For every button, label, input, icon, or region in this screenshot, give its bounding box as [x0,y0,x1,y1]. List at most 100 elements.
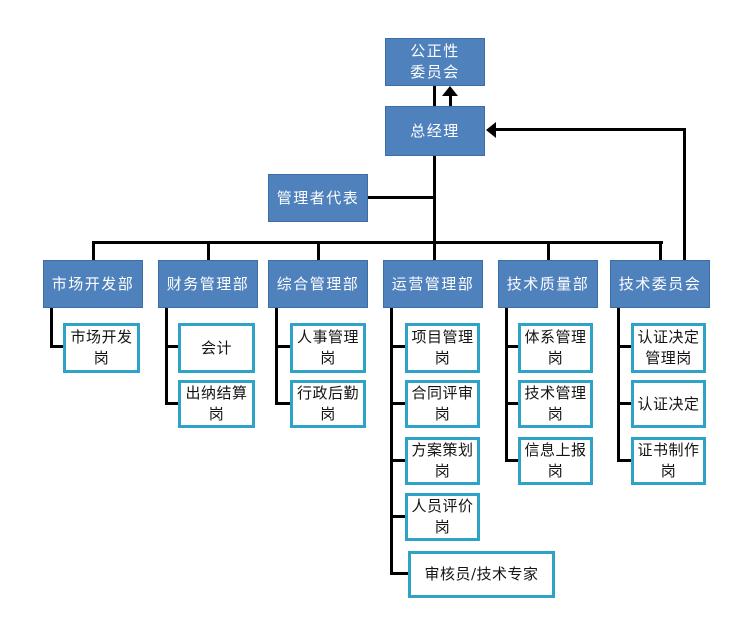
post-label: 岗 [320,349,336,367]
node-label: 技术委员会 [618,274,702,293]
post-label: 管理岗 [645,349,692,367]
connector-gm-trunk [433,156,436,260]
post-label: 行政后勤 [296,384,359,402]
connector-gm-to-committee-arrow-shaft [449,95,452,106]
post-label: 岗 [434,518,451,536]
connector-operations-vertical [390,308,393,575]
connector-admin-stub-1 [275,345,290,348]
node-post-admin-logistics: 行政后勤 岗 [290,380,366,428]
node-post-hr-management: 人事管理 岗 [290,323,366,373]
post-label: 项目管理 [411,328,474,346]
node-post-program-planning: 方案策划 岗 [405,437,480,485]
node-label: 总经理 [410,121,460,140]
post-label: 审核员/技术专家 [424,565,539,583]
post-label: 岗 [547,405,564,423]
connector-quality-vertical [505,308,508,462]
node-post-market-dev: 市场开发 岗 [63,323,140,373]
node-post-cashier-settlement: 出纳结算 岗 [178,380,255,428]
post-label: 合同评审 [411,384,474,402]
connector-committee-stub-3 [617,459,631,462]
post-label: 岗 [434,349,451,367]
post-label: 方案策划 [411,441,474,459]
connector-committee-stub-2 [617,402,631,405]
connector-quality-stub-3 [505,459,518,462]
post-label: 认证决定 [637,328,700,346]
node-post-certificate-production: 证书制作 岗 [631,437,706,485]
post-label: 岗 [320,405,336,423]
connector-finance-stub-1 [165,345,178,348]
connector-operations-stub-5 [390,572,408,575]
node-post-cert-decision: 认证决定 [631,380,706,428]
connector-drop-admin [317,241,320,260]
node-impartiality-committee: 公正性 委员会 [385,38,485,86]
post-label: 岗 [547,349,564,367]
node-dept-operations: 运营管理部 [383,260,483,308]
post-label: 证书制作 [637,441,700,459]
node-post-accountant: 会计 [178,323,255,373]
node-post-info-reporting: 信息上报 岗 [518,437,593,485]
node-label: 市场开发部 [51,274,135,293]
post-label: 岗 [660,462,677,480]
node-label: 公正性 [410,42,460,60]
node-label: 管理者代表 [276,188,360,207]
connector-department-bar [92,241,663,244]
connector-gm-to-committee [433,86,436,106]
node-dept-tech-committee: 技术委员会 [610,260,710,308]
post-label: 岗 [434,462,451,480]
connector-finance-stub-2 [165,402,178,405]
node-post-system-management: 体系管理 岗 [518,323,593,373]
post-label: 会计 [200,338,232,357]
arrow-left-icon [486,122,496,138]
post-label: 岗 [547,462,564,480]
connector-drop-quality [547,241,550,260]
connector-quality-stub-2 [505,402,518,405]
connector-drop-committee [659,241,662,260]
post-label: 市场开发 [70,328,133,346]
post-label: 人员评价 [411,497,474,515]
node-post-project-management: 项目管理 岗 [405,323,480,373]
connector-market-vertical [50,308,53,348]
node-dept-tech-quality: 技术质量部 [498,260,598,308]
node-post-auditor-expert: 审核员/技术专家 [408,551,555,598]
node-dept-general-admin: 综合管理部 [268,260,368,308]
node-management-representative: 管理者代表 [268,174,368,222]
connector-feedback-horizontal [495,128,686,131]
connector-market-stub-1 [50,345,63,348]
node-post-tech-management: 技术管理 岗 [518,380,593,428]
arrow-up-icon [442,86,458,96]
node-post-contract-review: 合同评审 岗 [405,380,480,428]
post-label: 信息上报 [524,441,587,459]
node-label: 运营管理部 [391,274,475,293]
post-label: 体系管理 [524,328,587,346]
connector-rep-stub [368,196,436,199]
post-label: 岗 [93,349,110,367]
connector-operations-stub-1 [390,345,405,348]
connector-admin-vertical [275,308,278,405]
connector-operations-stub-4 [390,515,405,518]
node-dept-finance: 财务管理部 [158,260,258,308]
post-label: 技术管理 [524,384,587,402]
node-label: 技术质量部 [506,274,590,293]
node-post-personnel-evaluation: 人员评价 岗 [405,493,480,541]
connector-operations-stub-2 [390,402,405,405]
post-label: 认证决定 [637,394,700,413]
node-dept-market-development: 市场开发部 [43,260,143,308]
node-label: 财务管理部 [166,274,250,293]
post-label: 人事管理 [296,328,359,346]
connector-drop-market [92,241,95,260]
post-label: 岗 [434,405,451,423]
node-label: 综合管理部 [276,274,360,293]
connector-quality-stub-1 [505,345,518,348]
connector-finance-vertical [165,308,168,405]
connector-feedback-vertical [683,128,686,260]
post-label: 岗 [208,405,225,423]
connector-committee-stub-1 [617,345,631,348]
connector-operations-stub-3 [390,459,405,462]
connector-drop-finance [207,241,210,260]
post-label: 出纳结算 [185,384,248,402]
node-post-cert-decision-mgmt: 认证决定 管理岗 [631,323,706,373]
connector-admin-stub-2 [275,402,290,405]
connector-committee-vertical [617,308,620,462]
node-general-manager: 总经理 [385,106,485,156]
